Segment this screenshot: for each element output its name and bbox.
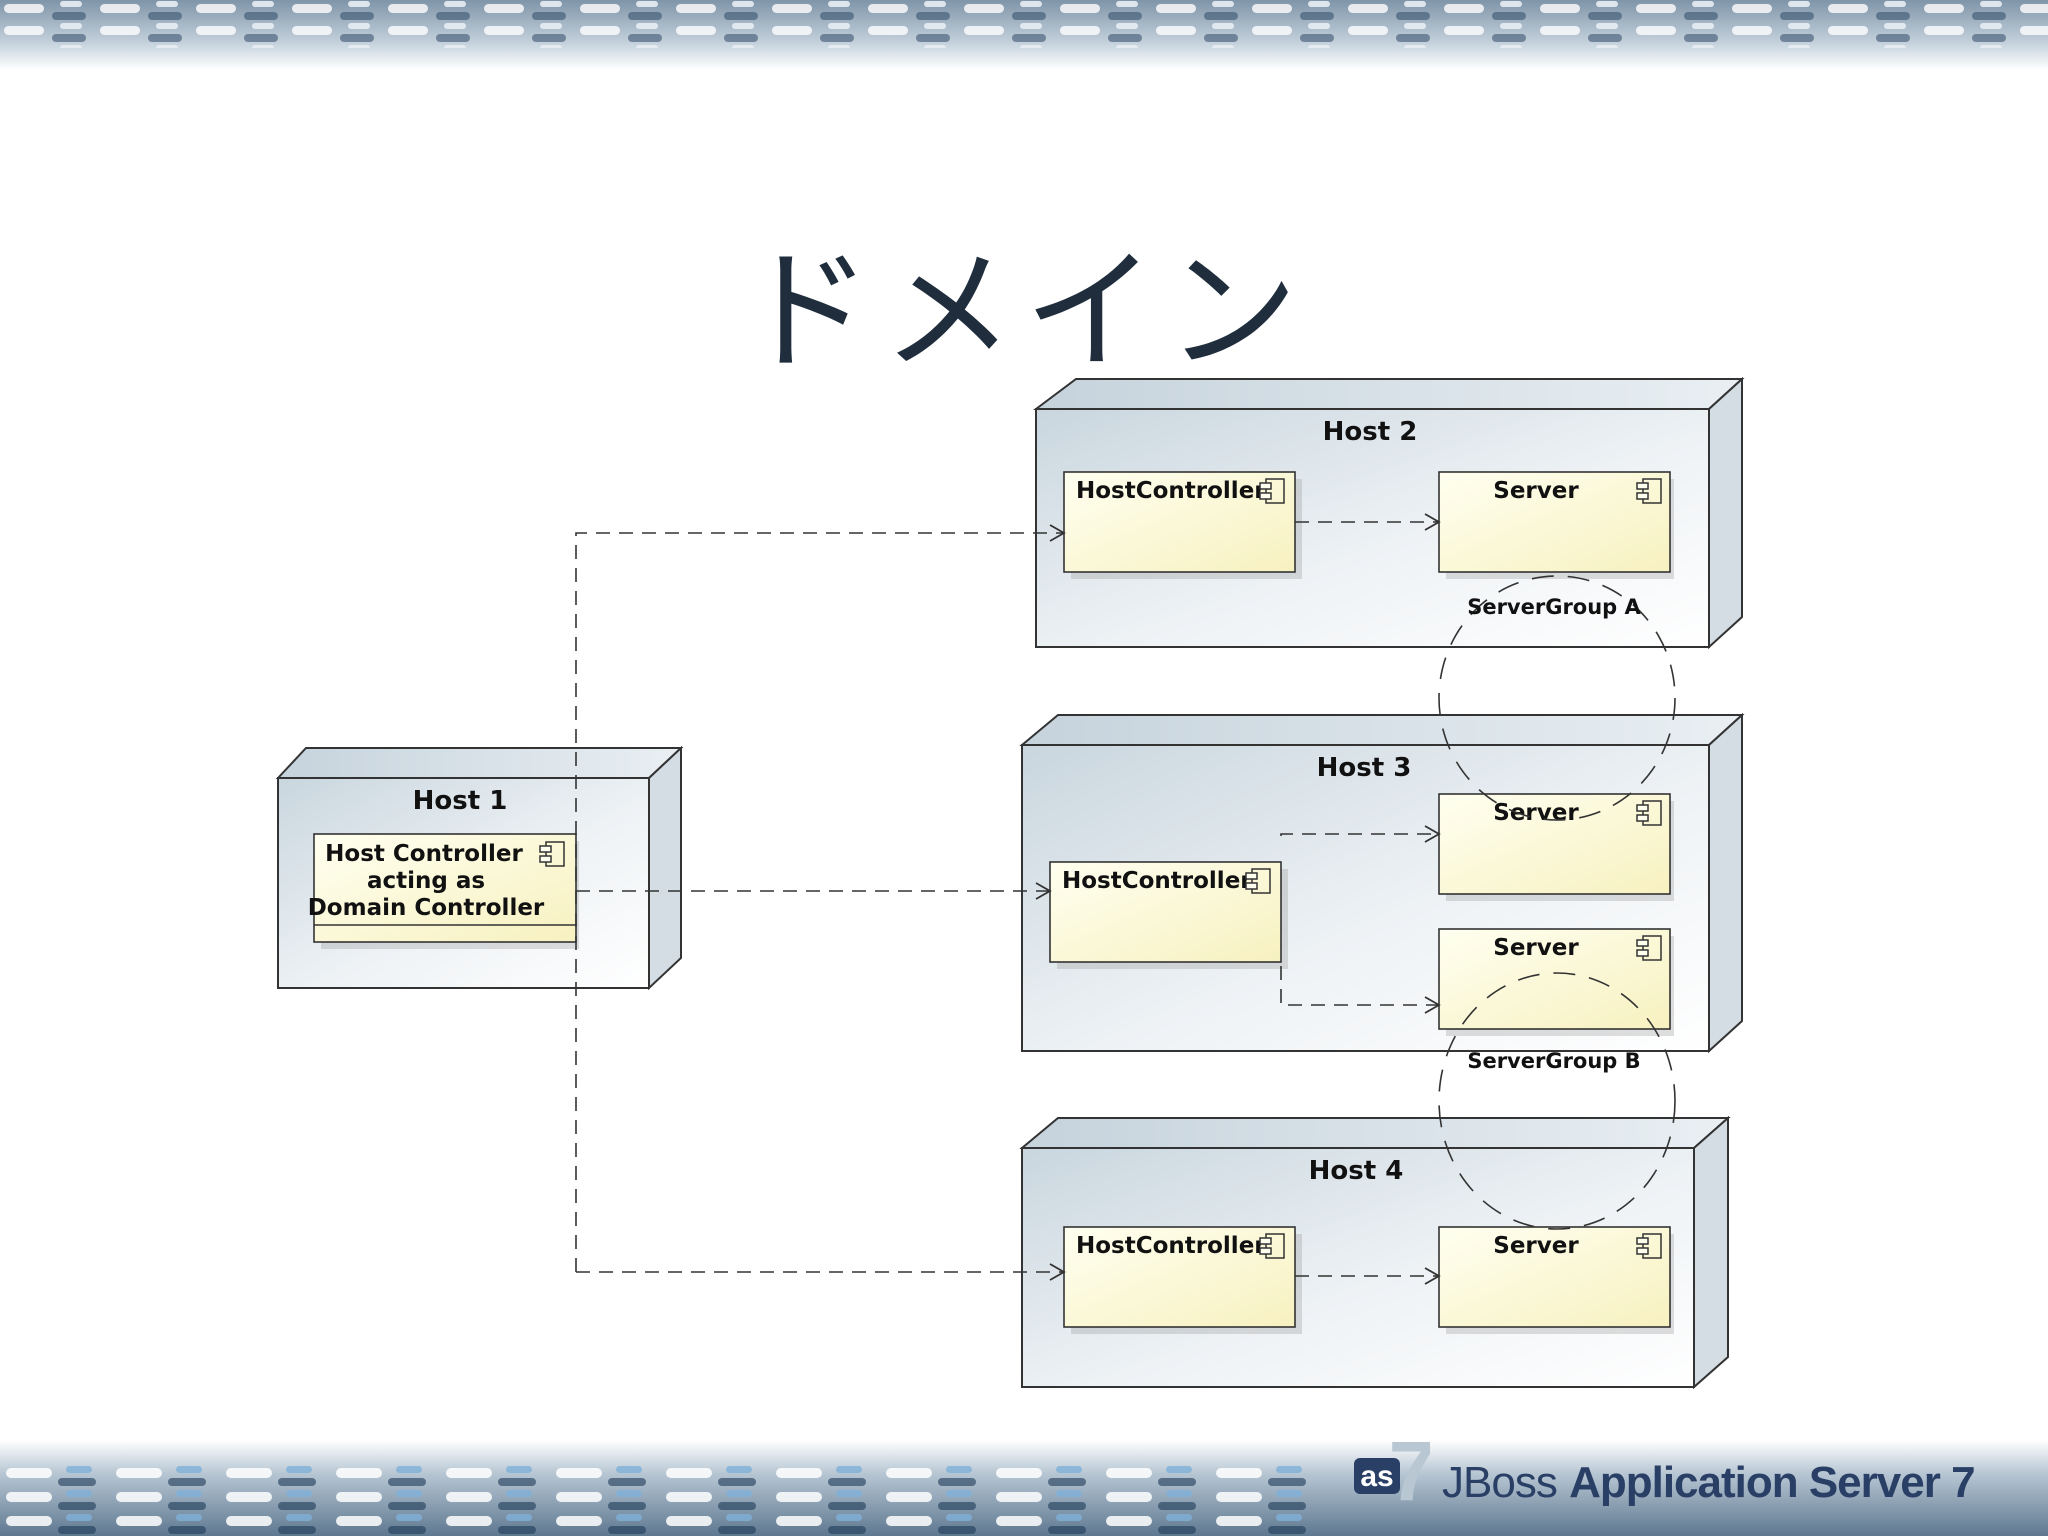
footer-band-graphic xyxy=(0,1440,2048,1536)
dependency-arrows xyxy=(575,521,1439,1277)
footer-decoration-band xyxy=(0,1440,2048,1536)
arrow-domain-to-host2 xyxy=(575,532,1064,1272)
logo-mark-text: as xyxy=(1360,1460,1393,1493)
domain-controller-component: Host Controller acting as Domain Control… xyxy=(308,833,579,949)
host-2-hostcontroller-label: HostController xyxy=(1076,478,1266,504)
host-4-server-component: Server xyxy=(1438,1226,1674,1334)
logo-brand-light: JBoss xyxy=(1442,1458,1558,1507)
component-icon xyxy=(1636,1233,1662,1259)
host-3-server-component-2: Server xyxy=(1438,928,1674,1036)
arrow-host3-hc-to-server-2 xyxy=(1280,966,1439,1006)
arrowhead-host2-server xyxy=(1424,513,1441,531)
domain-controller-label-line-3: Domain Controller xyxy=(308,895,545,921)
server-group-a-boundary: ServerGroup A xyxy=(1438,575,1676,821)
arrowhead-host3-server-1 xyxy=(1424,825,1441,843)
host-2-server-label: Server xyxy=(1493,478,1579,504)
arrow-heads xyxy=(1035,513,1441,1285)
domain-controller-label-line-1: Host Controller xyxy=(325,841,523,867)
component-icon xyxy=(539,841,565,867)
host-2-label: Host 2 xyxy=(1323,417,1418,447)
domain-controller-label-line-2: acting as xyxy=(367,868,485,894)
host-3-hostcontroller-label: HostController xyxy=(1062,868,1252,894)
arrowhead-host4 xyxy=(1049,1263,1066,1281)
arrow-host3-hc-to-server-1 xyxy=(1280,833,1439,836)
as7-logo-mark: 7 as xyxy=(1354,1428,1430,1518)
arrowhead-host4-server xyxy=(1424,1267,1441,1285)
host-4-label: Host 4 xyxy=(1309,1156,1404,1186)
component-icon xyxy=(1245,868,1271,894)
component-icon xyxy=(1636,800,1662,826)
logo-wordmark: JBoss Application Server 7 xyxy=(1442,1458,1976,1508)
component-icon xyxy=(1259,478,1285,504)
arrowhead-host2 xyxy=(1049,524,1066,542)
component-icon xyxy=(1636,478,1662,504)
header-decoration-band xyxy=(0,0,2048,70)
jboss-as7-logo: 7 as JBoss Application Server 7 xyxy=(1350,1428,2040,1518)
host-2-hostcontroller-component: HostController xyxy=(1063,471,1302,579)
server-group-a-label: ServerGroup A xyxy=(1467,595,1641,619)
host-3-label: Host 3 xyxy=(1317,753,1412,783)
host-4-hostcontroller-component: HostController xyxy=(1063,1226,1302,1334)
host-3-server-component-1: Server xyxy=(1438,793,1674,901)
arrowhead-host3-server-2 xyxy=(1424,996,1441,1014)
host-3-hostcontroller-component: HostController xyxy=(1049,861,1288,969)
header-band-graphic xyxy=(0,0,2048,70)
host-4-server-label: Server xyxy=(1493,1233,1579,1259)
host-4-hostcontroller-label: HostController xyxy=(1076,1233,1266,1259)
logo-brand-bold: Application Server 7 xyxy=(1569,1458,1975,1507)
component-icon xyxy=(1636,935,1662,961)
server-group-b-label: ServerGroup B xyxy=(1467,1049,1640,1073)
host-3-server-2-label: Server xyxy=(1493,935,1579,961)
host-3-server-1-label: Server xyxy=(1493,800,1579,826)
arrowhead-host3 xyxy=(1035,882,1052,900)
host-1-label: Host 1 xyxy=(413,786,508,816)
slide-title: ドメイン xyxy=(740,235,1308,389)
component-icon xyxy=(1259,1233,1285,1259)
host-2-server-component: Server xyxy=(1438,471,1674,579)
host-2-node: Host 2 xyxy=(1033,376,1745,650)
domain-deployment-diagram: Host 1 Host Controller acting as Domain … xyxy=(275,376,1745,1390)
server-group-b-boundary: ServerGroup B xyxy=(1438,972,1676,1230)
